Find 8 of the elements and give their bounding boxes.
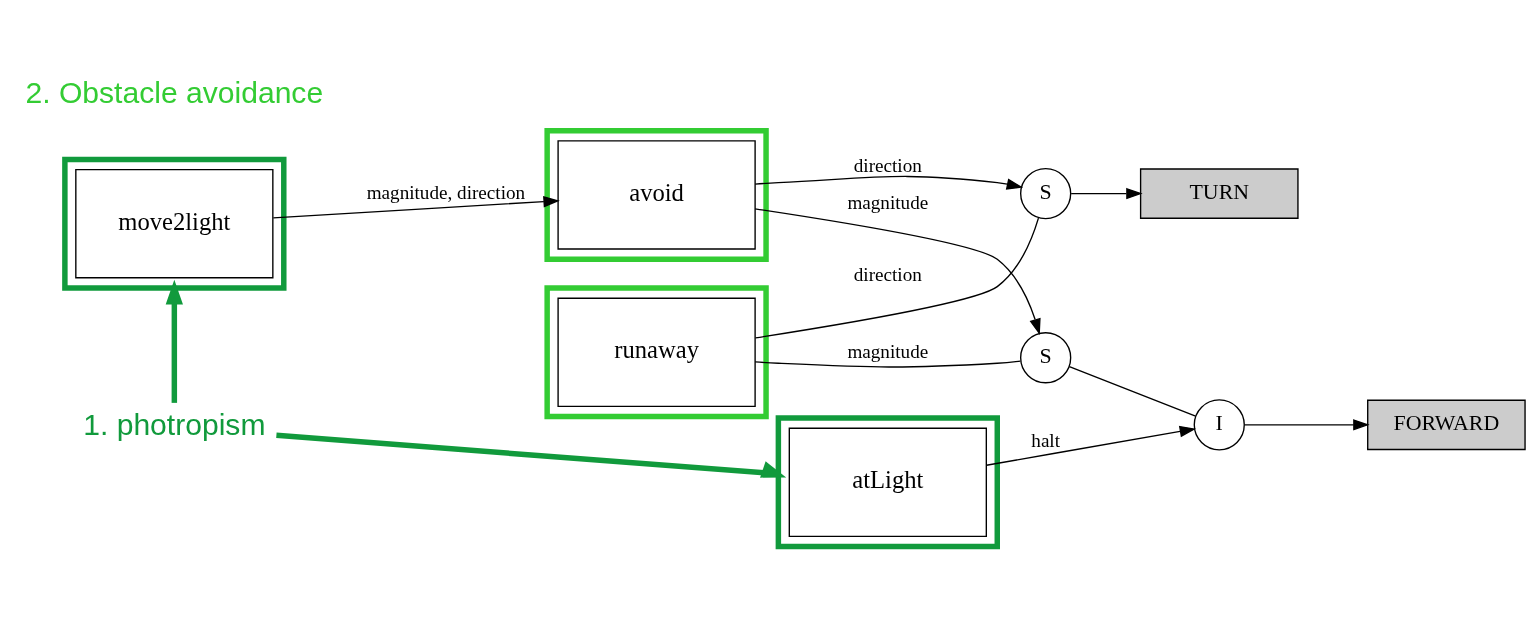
edge-label: direction	[853, 154, 922, 176]
edge-label: halt	[1031, 429, 1061, 451]
label: 2. Obstacle avoidance	[25, 75, 324, 109]
node-text: 1. photropism	[83, 407, 266, 441]
edge-label: magnitude	[847, 191, 929, 213]
edge-label: magnitude	[847, 340, 929, 362]
edge-label: magnitude, direction	[366, 181, 526, 203]
edge-label: direction	[853, 263, 922, 285]
